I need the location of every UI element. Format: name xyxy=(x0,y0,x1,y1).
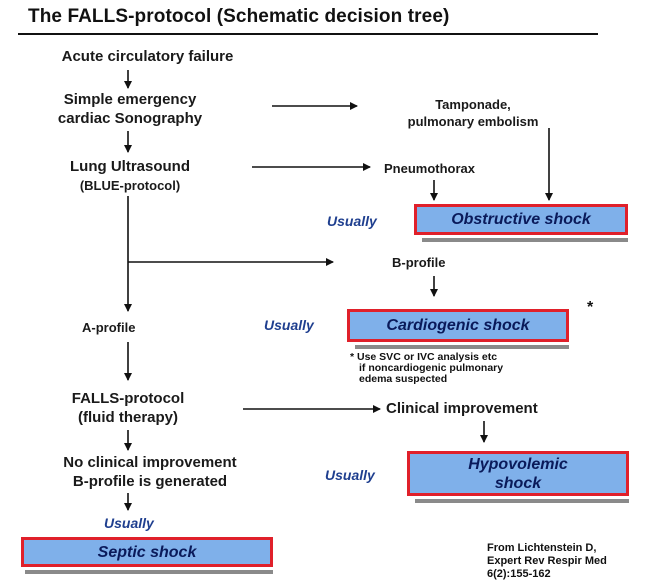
node-no-improvement-line2: B-profile is generated xyxy=(72,473,228,490)
footnote-line3: edema suspected xyxy=(359,373,448,385)
obstructive-shock-box: Obstructive shock xyxy=(414,204,628,235)
hypovolemic-shock-group: Hypovolemic shock xyxy=(407,451,629,503)
node-cardiac-sonography-line2: cardiac Sonography xyxy=(57,110,203,127)
reference-line1: From Lichtenstein D, xyxy=(487,542,597,554)
cardiogenic-footnote-marker: * xyxy=(587,299,594,316)
node-falls-protocol-line1: FALLS-protocol xyxy=(71,390,185,407)
reference-line3: 6(2):155-162 xyxy=(487,568,551,580)
node-falls-protocol-line2: (fluid therapy) xyxy=(78,409,178,426)
node-no-improvement-line1: No clinical improvement xyxy=(63,454,237,471)
node-lung-ultrasound-line1: Lung Ultrasound xyxy=(70,158,190,175)
usually-label-septic: Usually xyxy=(104,515,154,531)
cardiogenic-footnote: * Use SVC or IVC analysis etc if noncard… xyxy=(350,352,503,385)
septic-shock-box: Septic shock xyxy=(21,537,273,567)
node-tamponade-embolism: Tamponade, pulmonary embolism xyxy=(360,96,586,130)
node-lung-ultrasound-line2: (BLUE-protocol) xyxy=(79,178,181,193)
cardiogenic-shock-group: Cardiogenic shock xyxy=(347,309,569,349)
usually-label-obstructive: Usually xyxy=(327,213,377,229)
footnote-line2: if noncardiogenic pulmonary xyxy=(359,362,504,374)
node-acute-circulatory-failure: Acute circulatory failure xyxy=(61,48,234,65)
obstructive-shock-group: Obstructive shock xyxy=(414,204,628,242)
node-b-profile: B-profile xyxy=(392,255,446,270)
hypovolemic-shock-line1: Hypovolemic xyxy=(468,455,568,473)
obstructive-shock-shadow xyxy=(422,238,628,242)
septic-shock-shadow xyxy=(25,570,273,574)
node-falls-protocol: FALLS-protocol (fluid therapy) xyxy=(18,389,238,427)
node-tamponade-line2: pulmonary embolism xyxy=(407,114,539,129)
footnote-line1: * Use SVC or IVC analysis etc xyxy=(350,351,498,363)
usually-label-hypovolemic: Usually xyxy=(325,467,375,483)
hypovolemic-shock-shadow xyxy=(415,499,629,503)
node-clinical-improvement: Clinical improvement xyxy=(386,400,538,417)
title-underline xyxy=(18,33,598,35)
cardiogenic-shock-shadow xyxy=(355,345,569,349)
node-no-clinical-improvement: No clinical improvement B-profile is gen… xyxy=(15,453,285,491)
node-cardiac-sonography-line1: Simple emergency xyxy=(63,91,197,108)
hypovolemic-shock-box: Hypovolemic shock xyxy=(407,451,629,496)
node-tamponade-line1: Tamponade, xyxy=(435,97,511,112)
reference-line2: Expert Rev Respir Med xyxy=(487,555,607,567)
node-lung-ultrasound: Lung Ultrasound (BLUE-protocol) xyxy=(20,157,240,195)
node-pneumothorax: Pneumothorax xyxy=(384,161,476,176)
node-cardiac-sonography: Simple emergency cardiac Sonography xyxy=(20,90,240,128)
page-title: The FALLS-protocol (Schematic decision t… xyxy=(28,6,450,27)
source-reference: From Lichtenstein D, Expert Rev Respir M… xyxy=(487,542,607,581)
septic-shock-group: Septic shock xyxy=(21,537,273,574)
cardiogenic-shock-box: Cardiogenic shock xyxy=(347,309,569,342)
node-a-profile: A-profile xyxy=(82,320,136,335)
usually-label-cardiogenic: Usually xyxy=(264,317,314,333)
hypovolemic-shock-line2: shock xyxy=(494,474,542,492)
